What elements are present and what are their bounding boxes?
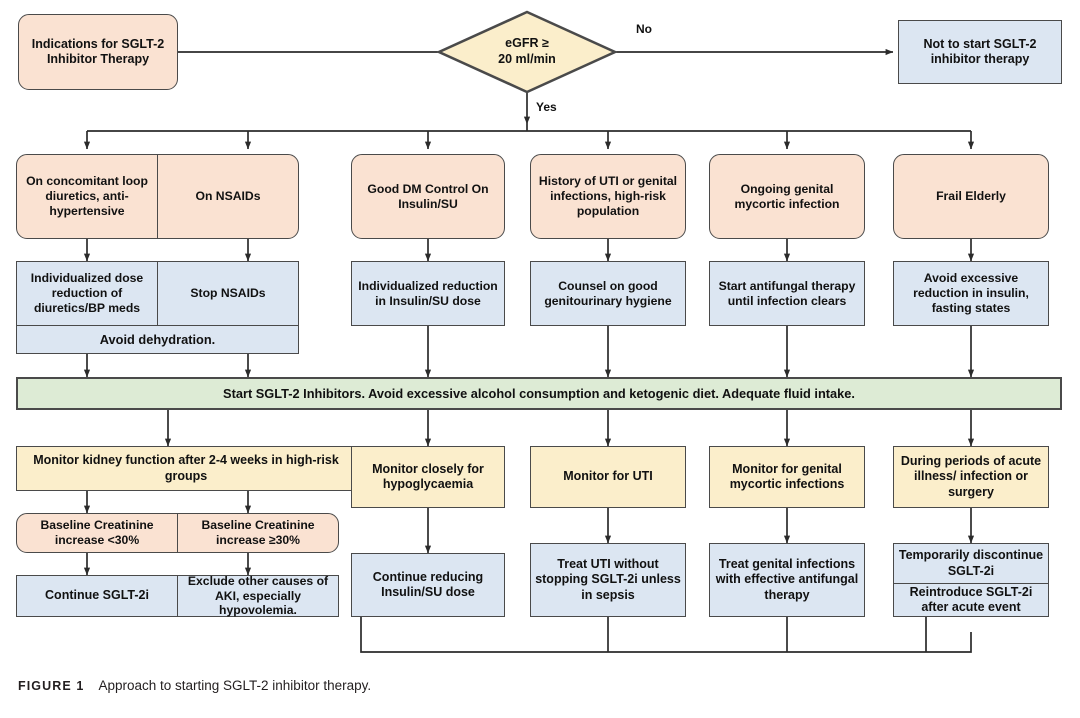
branch-action-mycotic-infection[interactable]: Start antifungal therapy until infection…	[709, 261, 865, 326]
creatinine-gte30[interactable]: Baseline Creatinine increase ≥30%	[177, 513, 339, 553]
outcome-temporarily-discontinue[interactable]: Temporarily discontinue SGLT-2i	[893, 543, 1049, 584]
branch-action-dm-control[interactable]: Individualized reduction in Insulin/SU d…	[351, 261, 505, 326]
monitoring-uti[interactable]: Monitor for UTI	[530, 446, 686, 508]
outcome-exclude-aki[interactable]: Exclude other causes of AKI, especially …	[177, 574, 339, 617]
figure-caption-text: Approach to starting SGLT-2 inhibitor th…	[98, 678, 372, 693]
branch-action-frail-elderly[interactable]: Avoid excessive reduction in insulin, fa…	[893, 261, 1049, 326]
branch-condition-dm-control[interactable]: Good DM Control On Insulin/SU	[351, 154, 505, 239]
branch-condition-frail-elderly[interactable]: Frail Elderly	[893, 154, 1049, 239]
outcome-continue-sglt2i[interactable]: Continue SGLT-2i	[16, 575, 178, 617]
creatinine-lt30[interactable]: Baseline Creatinine increase <30%	[16, 513, 178, 553]
start-box[interactable]: Indications for SGLT-2 Inhibitor Therapy	[18, 14, 178, 90]
decision-egfr[interactable]: eGFR ≥ 20 ml/min	[437, 10, 617, 94]
no-branch-box[interactable]: Not to start SGLT-2 inhibitor therapy	[898, 20, 1062, 84]
monitoring-genital-mycortic[interactable]: Monitor for genital mycortic infections	[709, 446, 865, 508]
branch-condition-uti-history[interactable]: History of UTI or genital infections, hi…	[530, 154, 686, 239]
branch-condition-loop-diuretics[interactable]: On concomitant loop diuretics, anti-hype…	[16, 154, 158, 239]
figure-caption: FIGURE 1 Approach to starting SGLT-2 inhi…	[18, 678, 371, 693]
outcome-reintroduce[interactable]: Reintroduce SGLT-2i after acute event	[893, 583, 1049, 617]
decision-label: eGFR ≥ 20 ml/min	[498, 36, 556, 66]
branch-action-nsaids[interactable]: Stop NSAIDs	[157, 261, 299, 326]
outcome-continue-reducing[interactable]: Continue reducing Insulin/SU dose	[351, 553, 505, 617]
branch-condition-mycotic-infection[interactable]: Ongoing genital mycortic infection	[709, 154, 865, 239]
outcome-treat-uti[interactable]: Treat UTI without stopping SGLT-2i unles…	[530, 543, 686, 617]
branch-condition-nsaids[interactable]: On NSAIDs	[157, 154, 299, 239]
figure-label: FIGURE 1	[18, 679, 85, 693]
edge-label-no: No	[636, 22, 652, 36]
monitoring-acute-illness[interactable]: During periods of acute illness/ infecti…	[893, 446, 1049, 508]
monitoring-kidney-function[interactable]: Monitor kidney function after 2-4 weeks …	[16, 446, 356, 491]
branch-action-uti-history[interactable]: Counsel on good genitourinary hygiene	[530, 261, 686, 326]
monitoring-hypoglycaemia[interactable]: Monitor closely for hypoglycaemia	[351, 446, 505, 508]
start-sglt2-bar[interactable]: Start SGLT-2 Inhibitors. Avoid excessive…	[16, 377, 1062, 410]
edge-label-yes: Yes	[536, 100, 557, 114]
branch-action-loop-diuretics[interactable]: Individualized dose reduction of diureti…	[16, 261, 158, 326]
shared-action-avoid-dehydration[interactable]: Avoid dehydration.	[16, 325, 299, 354]
outcome-treat-genital[interactable]: Treat genital infections with effective …	[709, 543, 865, 617]
